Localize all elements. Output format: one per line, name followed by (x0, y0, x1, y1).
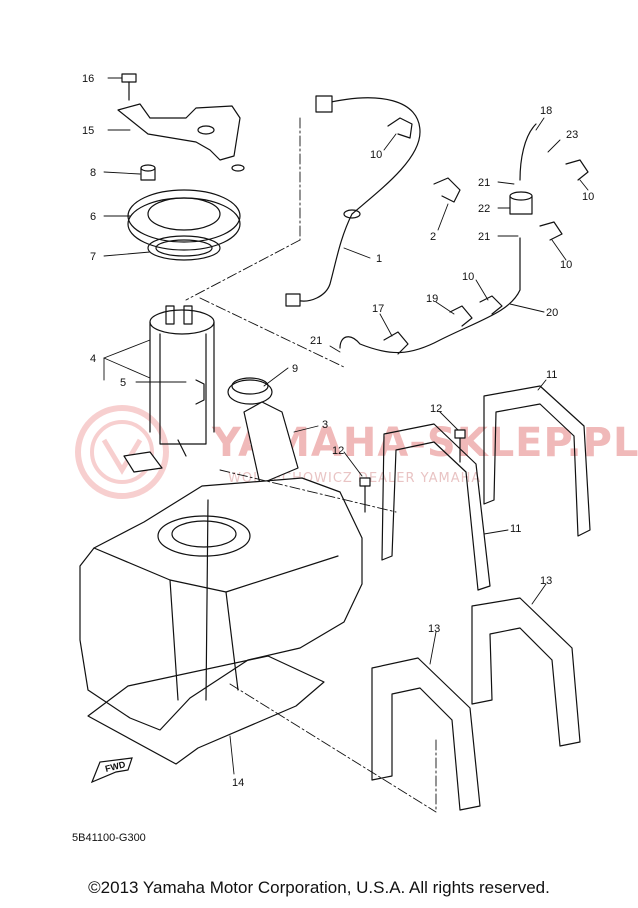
clamp-19 (449, 305, 473, 327)
callout-11-a: 11 (546, 369, 557, 381)
drawing-code: 5B41100-G300 (72, 832, 146, 844)
part-22 (509, 191, 533, 215)
callout-13-a: 13 (540, 575, 552, 587)
callout-17: 17 (372, 303, 384, 315)
nut-8 (140, 164, 156, 181)
mat-14 (87, 655, 325, 765)
bracket-15 (117, 103, 241, 161)
assembly-leaders (185, 117, 437, 813)
fuel-tank (79, 477, 363, 731)
hose-18 (519, 123, 537, 181)
callout-10-b: 10 (582, 191, 594, 203)
cover-13-b (371, 657, 481, 811)
callout-3: 3 (322, 419, 328, 431)
fuel-hose-1 (285, 95, 421, 307)
watermark: YAMAHA-SKLEP.PL WOJCIECHOWICZ DEALER YAM… (75, 405, 638, 499)
clamp-2 (433, 177, 461, 203)
copyright-notice: ©2013 Yamaha Motor Corporation, U.S.A. A… (88, 878, 550, 897)
callout-21-b: 21 (478, 231, 490, 243)
callout-2: 2 (430, 231, 436, 243)
fuel-pump-assembly (123, 305, 215, 473)
bolt-12-a (454, 429, 466, 463)
callout-4: 4 (90, 353, 96, 365)
callout-16: 16 (82, 73, 94, 85)
callout-6: 6 (90, 211, 96, 223)
callout-22: 22 (478, 203, 490, 215)
tank-strap-left (205, 499, 209, 701)
callout-5: 5 (120, 377, 126, 389)
filler-neck-3 (243, 401, 299, 485)
watermark-logo-icon (75, 405, 169, 499)
fuel-cap-9 (227, 377, 273, 405)
gasket-7 (147, 235, 221, 261)
callout-10-a: 10 (370, 149, 382, 161)
bolt-12-b (359, 477, 371, 513)
callout-11-b: 11 (510, 523, 521, 535)
callout-19: 19 (426, 293, 438, 305)
callout-leaders (103, 77, 589, 775)
fwd-arrow-icon: FWD (90, 757, 133, 784)
hose-20 (339, 237, 521, 354)
callout-10-c: 10 (560, 259, 572, 271)
bolt-16 (121, 73, 137, 101)
callout-20: 20 (546, 307, 558, 319)
callout-7: 7 (90, 251, 96, 263)
plate-6 (127, 189, 241, 251)
cover-13-a (471, 597, 581, 747)
callout-18: 18 (540, 105, 552, 117)
clamp-10-d (479, 295, 503, 315)
callout-15: 15 (82, 125, 94, 137)
callout-12-b: 12 (332, 445, 344, 457)
pump-float (123, 451, 163, 473)
fwd-label: FWD (104, 759, 127, 774)
callout-14: 14 (232, 777, 244, 789)
callout-1: 1 (376, 253, 382, 265)
band-11-a (483, 385, 591, 537)
callout-10-d: 10 (462, 271, 474, 283)
callout-21-a: 21 (478, 177, 490, 189)
callout-numbers: 16 15 8 6 7 4 5 10 1 18 23 21 10 22 2 21… (82, 73, 594, 789)
callout-9: 9 (292, 363, 298, 375)
callout-8: 8 (90, 167, 96, 179)
clamp-17 (383, 331, 409, 355)
callout-12-a: 12 (430, 403, 442, 415)
clamp-10-c (539, 221, 563, 241)
callout-13-b: 13 (428, 623, 440, 635)
clamp-10-b (565, 159, 589, 181)
callout-23: 23 (566, 129, 578, 141)
callout-21-c: 21 (310, 335, 322, 347)
clamp-10-a (387, 117, 413, 139)
band-11-b (381, 423, 491, 591)
